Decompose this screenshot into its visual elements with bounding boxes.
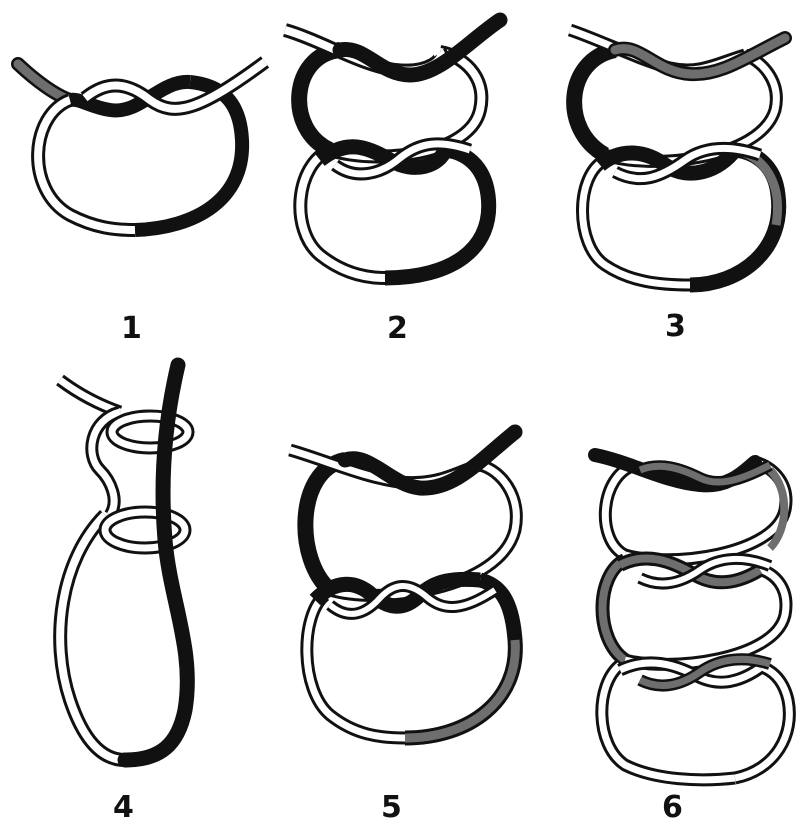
figure-label-5: 5	[381, 793, 402, 823]
knot-figure-3	[570, 30, 785, 285]
figure-label-2: 2	[387, 314, 408, 344]
figure-label-1: 1	[121, 314, 142, 344]
figure-label-4: 4	[113, 793, 134, 823]
knot-figure-1	[18, 62, 265, 230]
knot-figure-6	[595, 455, 789, 780]
knot-figure-2	[285, 20, 500, 278]
knot-figure-5	[290, 432, 516, 738]
figure-label-6: 6	[662, 793, 683, 823]
figure-label-3: 3	[665, 312, 686, 342]
knot-figure-4	[60, 365, 188, 760]
